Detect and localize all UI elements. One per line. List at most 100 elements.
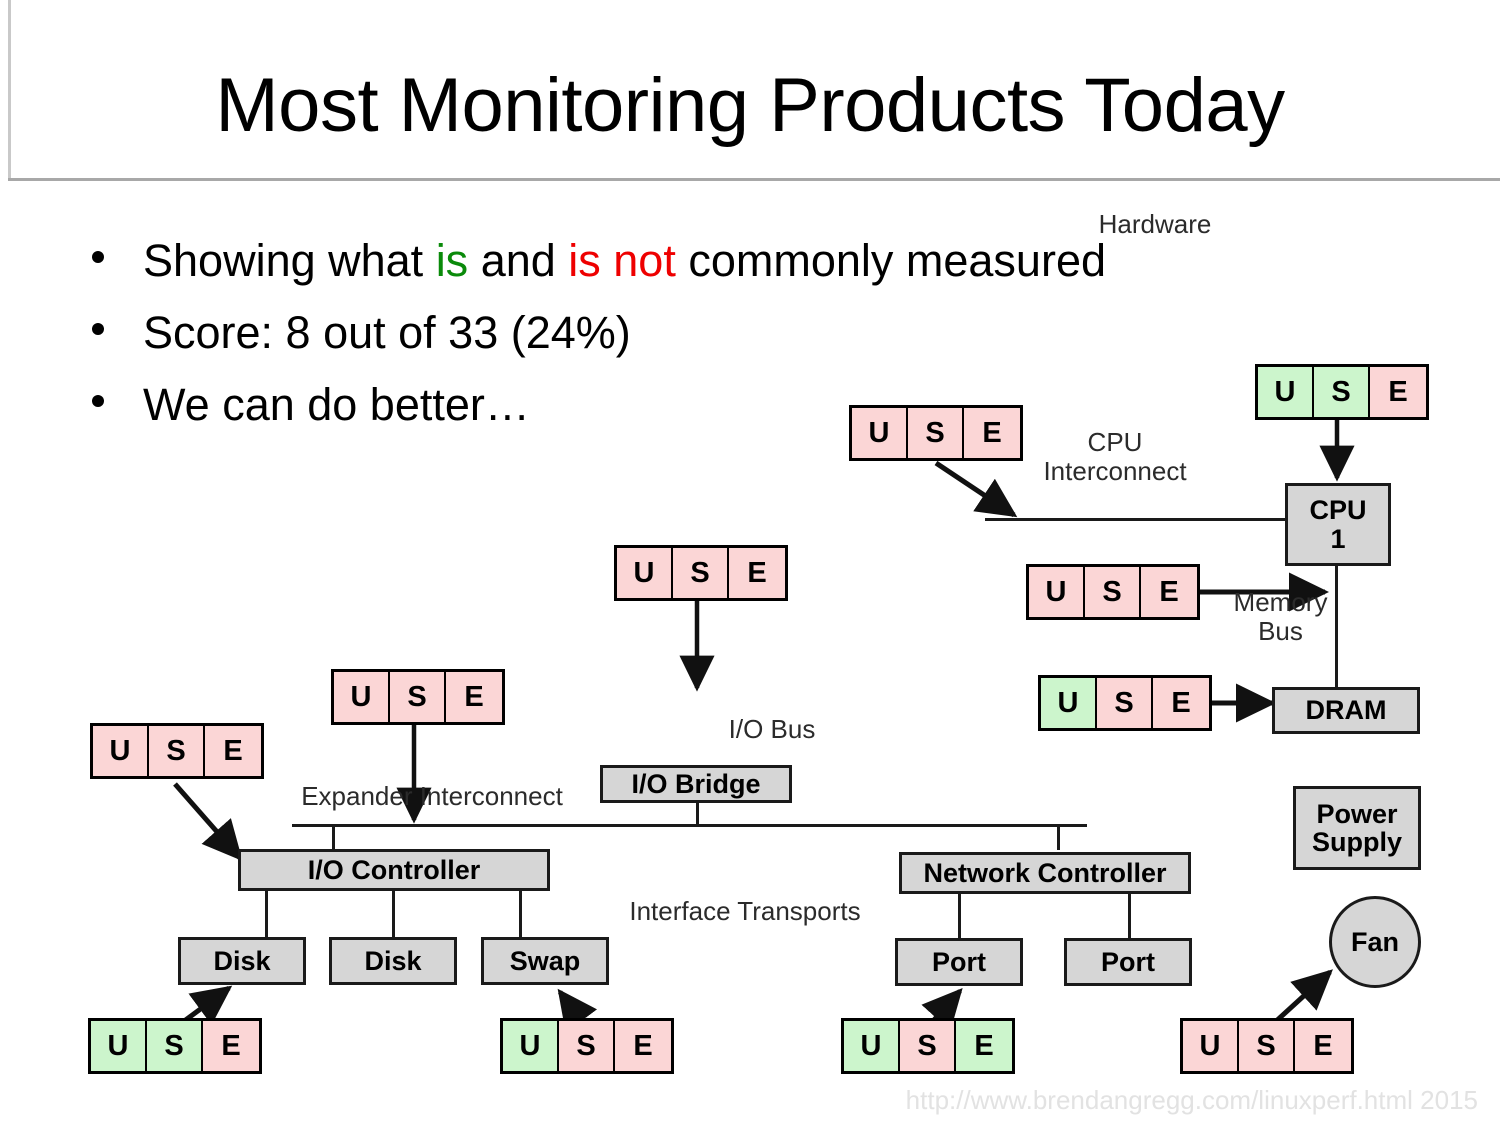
component-swap[interactable]: Swap bbox=[481, 937, 609, 985]
component-dram-label: DRAM bbox=[1305, 695, 1387, 726]
bus-to-io-controller-line bbox=[332, 824, 335, 850]
component-port-1[interactable]: Port bbox=[895, 938, 1023, 986]
component-network-controller[interactable]: Network Controller bbox=[899, 852, 1191, 894]
use-cell-u[interactable]: U bbox=[1183, 1021, 1239, 1071]
use-cell-e[interactable]: E bbox=[964, 408, 1020, 458]
label-io-bus: I/O Bus bbox=[728, 714, 816, 744]
use-box-io-controller[interactable]: U S E bbox=[90, 723, 264, 779]
bullet-part-highlight-measured: is bbox=[435, 235, 469, 286]
use-box-disk[interactable]: U S E bbox=[88, 1018, 262, 1074]
diagram-heading-hardware: Hardware bbox=[1098, 209, 1212, 239]
component-io-controller[interactable]: I/O Controller bbox=[238, 849, 550, 891]
use-cell-e[interactable]: E bbox=[446, 672, 502, 722]
use-box-fan[interactable]: U S E bbox=[1180, 1018, 1354, 1074]
io-controller-to-swap-line bbox=[519, 890, 522, 938]
use-cell-s[interactable]: S bbox=[149, 726, 205, 776]
component-disk-2[interactable]: Disk bbox=[329, 937, 457, 985]
component-port-2[interactable]: Port bbox=[1064, 938, 1192, 986]
io-controller-to-disk2-line bbox=[392, 890, 395, 938]
use-cell-s[interactable]: S bbox=[1314, 367, 1370, 417]
list-item: We can do better… bbox=[78, 382, 1258, 427]
use-cell-u[interactable]: U bbox=[1258, 367, 1314, 417]
component-fan[interactable]: Fan bbox=[1329, 896, 1421, 988]
use-cell-u[interactable]: U bbox=[334, 672, 390, 722]
use-cell-e[interactable]: E bbox=[956, 1021, 1012, 1071]
use-box-cpu-interconnect[interactable]: U S E bbox=[849, 405, 1023, 461]
component-cpu1-label: CPU 1 bbox=[1309, 495, 1367, 554]
label-interface-transports: Interface Transports bbox=[629, 896, 861, 926]
use-box-expander-interconnect[interactable]: U S E bbox=[331, 669, 505, 725]
use-cell-u[interactable]: U bbox=[617, 548, 673, 598]
component-fan-label: Fan bbox=[1350, 926, 1399, 957]
slide-header: Most Monitoring Products Today bbox=[0, 0, 1500, 178]
use-cell-s[interactable]: S bbox=[1097, 678, 1153, 728]
component-io-bridge[interactable]: I/O Bridge bbox=[600, 765, 792, 803]
use-cell-s[interactable]: S bbox=[1239, 1021, 1295, 1071]
cpu-interconnect-line bbox=[985, 518, 1287, 521]
use-cell-e[interactable]: E bbox=[1370, 367, 1426, 417]
footer-source-url: http://www.brendangregg.com/linuxperf.ht… bbox=[905, 1085, 1478, 1115]
bus-to-network-controller-line bbox=[1057, 824, 1060, 850]
use-cell-u[interactable]: U bbox=[852, 408, 908, 458]
component-power-supply-label: Power Supply bbox=[1311, 798, 1402, 857]
use-cell-u[interactable]: U bbox=[93, 726, 149, 776]
component-cpu1[interactable]: CPU 1 bbox=[1285, 483, 1391, 566]
use-cell-e[interactable]: E bbox=[1295, 1021, 1351, 1071]
bullet-dot-icon bbox=[92, 322, 104, 335]
bullet-dot-icon bbox=[92, 394, 104, 407]
component-power-supply[interactable]: Power Supply bbox=[1293, 786, 1421, 870]
use-box-cpu[interactable]: U S E bbox=[1255, 364, 1429, 420]
use-box-dram[interactable]: U S E bbox=[1038, 675, 1212, 731]
use-box-io-bus[interactable]: U S E bbox=[614, 545, 788, 601]
use-cell-s[interactable]: S bbox=[390, 672, 446, 722]
component-swap-label: Swap bbox=[509, 945, 581, 976]
bullet-part: and bbox=[468, 235, 569, 286]
label-expander-interconnect: Expander Interconnect bbox=[301, 781, 563, 811]
bullet-part: We can do better… bbox=[143, 379, 530, 430]
bullet-part: commonly measured bbox=[675, 235, 1107, 286]
component-network-controller-label: Network Controller bbox=[923, 857, 1167, 888]
component-disk-2-label: Disk bbox=[364, 945, 422, 976]
use-box-port[interactable]: U S E bbox=[841, 1018, 1015, 1074]
header-left-rule bbox=[8, 0, 11, 178]
label-cpu-interconnect: CPU Interconnect bbox=[1043, 427, 1187, 487]
use-cell-s[interactable]: S bbox=[1085, 567, 1141, 617]
component-port-1-label: Port bbox=[932, 946, 986, 977]
label-memory-bus: Memory Bus bbox=[1233, 587, 1328, 647]
component-io-bridge-label: I/O Bridge bbox=[631, 768, 761, 799]
component-dram[interactable]: DRAM bbox=[1272, 687, 1420, 734]
use-cell-e[interactable]: E bbox=[205, 726, 261, 776]
component-port-2-label: Port bbox=[1101, 946, 1155, 977]
bullet-part: Score: 8 out of 33 (24%) bbox=[143, 307, 631, 358]
list-item: Showing what is and is not commonly meas… bbox=[78, 238, 1258, 283]
use-cell-e[interactable]: E bbox=[729, 548, 785, 598]
use-box-swap[interactable]: U S E bbox=[500, 1018, 674, 1074]
page-title: Most Monitoring Products Today bbox=[215, 63, 1285, 148]
use-cell-e[interactable]: E bbox=[1141, 567, 1197, 617]
network-controller-to-port2-line bbox=[1128, 893, 1131, 938]
use-cell-e[interactable]: E bbox=[1153, 678, 1209, 728]
use-cell-e[interactable]: E bbox=[203, 1021, 259, 1071]
component-disk-1[interactable]: Disk bbox=[178, 937, 306, 985]
network-controller-to-port1-line bbox=[958, 893, 961, 938]
use-cell-s[interactable]: S bbox=[908, 408, 964, 458]
io-bridge-to-bus-line bbox=[696, 802, 699, 826]
use-cell-s[interactable]: S bbox=[147, 1021, 203, 1071]
expander-bus-line bbox=[292, 824, 1087, 827]
use-cell-s[interactable]: S bbox=[900, 1021, 956, 1071]
bullet-dot-icon bbox=[92, 250, 104, 263]
use-cell-s[interactable]: S bbox=[673, 548, 729, 598]
list-item: Score: 8 out of 33 (24%) bbox=[78, 310, 1258, 355]
use-cell-u[interactable]: U bbox=[1041, 678, 1097, 728]
use-cell-u[interactable]: U bbox=[1029, 567, 1085, 617]
use-cell-u[interactable]: U bbox=[844, 1021, 900, 1071]
use-cell-u[interactable]: U bbox=[503, 1021, 559, 1071]
io-controller-to-disk1-line bbox=[265, 890, 268, 938]
use-cell-u[interactable]: U bbox=[91, 1021, 147, 1071]
cpu-to-dram-line bbox=[1335, 565, 1338, 687]
use-cell-e[interactable]: E bbox=[615, 1021, 671, 1071]
use-box-memory-bus[interactable]: U S E bbox=[1026, 564, 1200, 620]
bullet-list: Showing what is and is not commonly meas… bbox=[78, 238, 1258, 454]
use-cell-s[interactable]: S bbox=[559, 1021, 615, 1071]
